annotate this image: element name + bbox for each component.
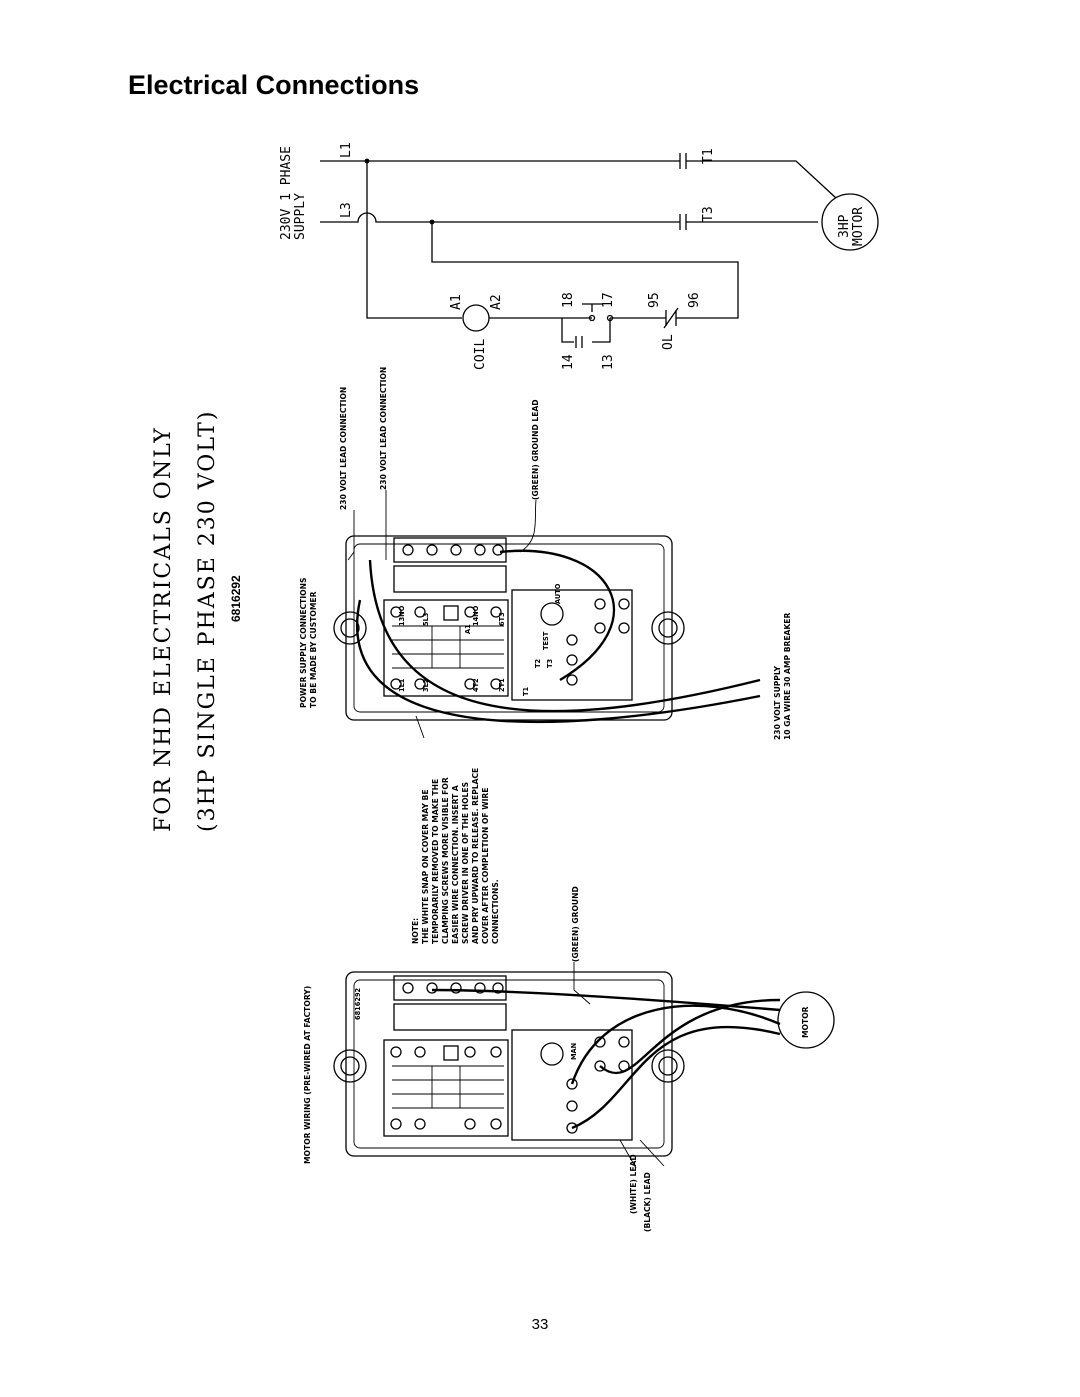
- upper-callouts: 230 VOLT LEAD CONNECTION 230 VOLT LEAD C…: [299, 367, 792, 740]
- callout-230-2: 230 VOLT LEAD CONNECTION: [379, 367, 388, 490]
- svg-text:EASIER WIRE CONNECTION. INSERT: EASIER WIRE CONNECTION. INSERT A: [451, 785, 460, 944]
- lower-terminal-strip: [393, 975, 507, 1001]
- ol-label: OL: [661, 334, 676, 350]
- page-title: Electrical Connections: [128, 70, 420, 100]
- l3-label: L3: [339, 202, 354, 218]
- svg-text:14NO: 14NO: [472, 605, 480, 626]
- page-number: 33: [531, 1316, 549, 1333]
- control-left: [366, 161, 462, 319]
- a2-label: A2: [489, 294, 504, 310]
- lower-contactor: [383, 1039, 509, 1137]
- coil-symbol: [462, 304, 490, 332]
- button-circuit: [561, 317, 650, 343]
- heading-line-1: FOR NHD ELECTRICALS ONLY: [151, 426, 176, 832]
- t3-label: T3: [701, 206, 716, 222]
- svg-text:4T2: 4T2: [472, 678, 480, 692]
- svg-text:5L3: 5L3: [422, 612, 430, 626]
- svg-text:CLAMPING SCREWS MORE VISIBLE F: CLAMPING SCREWS MORE VISIBLE FOR: [441, 777, 450, 944]
- svg-text:NOTE:: NOTE:: [411, 918, 420, 944]
- heading-part-number: 6816292: [229, 575, 243, 622]
- t1-label: T1: [701, 148, 716, 164]
- supply-label-2: 10 GA WIRE 30 AMP BREAKER: [783, 613, 792, 740]
- lower-part-number: 6816292: [354, 987, 362, 1020]
- lower-ear-left: [333, 1049, 367, 1083]
- coil-label: COIL: [473, 339, 488, 370]
- heading: FOR NHD ELECTRICALS ONLY (3HP SINGLE PHA…: [151, 410, 243, 832]
- lower-motor-wire-2: [571, 1026, 781, 1130]
- t1-contact: [679, 153, 687, 169]
- supply-label: 230V 1 PHASE: [279, 146, 294, 240]
- upper-ear-left: [333, 611, 367, 645]
- supply-label-2: SUPPLY: [293, 193, 308, 240]
- l3-line: [320, 212, 818, 223]
- n13-label: 13: [601, 354, 616, 370]
- upper-enclosure: [345, 535, 673, 721]
- svg-text:TEMPORARILY REMOVED TO MAKE TH: TEMPORARILY REMOVED TO MAKE THE: [431, 779, 440, 944]
- upper-terminal-strip: [393, 537, 507, 563]
- svg-text:T3: T3: [546, 659, 554, 668]
- l1-label: L1: [339, 142, 354, 158]
- lower-box: 6816292 MAN MOTOR: [333, 971, 835, 1157]
- motor-wiring-label: MOTOR WIRING (PRE-WIRED AT FACTORY): [303, 986, 312, 1164]
- l1-line: [320, 160, 837, 199]
- svg-text:T1: T1: [522, 687, 530, 696]
- control-right: [431, 222, 739, 319]
- n18-label: 18: [561, 292, 576, 308]
- black-lead-label: (BLACK) LEAD: [643, 1172, 652, 1232]
- svg-text:MAN: MAN: [570, 1043, 578, 1060]
- upper-overload-relay: [511, 589, 633, 701]
- lower-ear-right: [651, 1049, 685, 1083]
- svg-text:AUTO: AUTO: [554, 583, 562, 604]
- svg-text:13NO: 13NO: [398, 605, 406, 626]
- upper-supply-wire-2: [356, 599, 761, 724]
- lower-reset-button: [540, 1042, 564, 1066]
- motor-label-2: MOTOR: [851, 207, 866, 246]
- white-lead-label: (WHITE) LEAD: [629, 1154, 638, 1214]
- overload-contact: [650, 307, 699, 329]
- lower-motor-symbol: [777, 991, 835, 1049]
- svg-text:1L1: 1L1: [398, 678, 406, 692]
- svg-text:T2: T2: [534, 659, 542, 668]
- upper-reset-button: [540, 602, 564, 626]
- upper-ground-wire: [499, 549, 616, 682]
- motor-label-1: 3HP: [837, 214, 852, 238]
- t3-contact: [679, 214, 687, 230]
- lower-callouts: (GREEN) GROUND MOTOR WIRING (PRE-WIRED A…: [303, 886, 665, 1232]
- n14-label: 14: [561, 354, 576, 370]
- lower-overload-relay: [511, 1029, 633, 1141]
- svg-text:CONNECTIONS.: CONNECTIONS.: [491, 879, 500, 944]
- svg-text:6T3: 6T3: [498, 612, 506, 626]
- callout-230-1: 230 VOLT LEAD CONNECTION: [339, 387, 348, 510]
- motor-symbol: [821, 193, 879, 251]
- lower-motor-wire-3: [599, 998, 781, 1075]
- supply-label-1: 230 VOLT SUPPLY: [773, 665, 782, 740]
- heading-line-2: (3HP SINGLE PHASE 230 VOLT): [195, 410, 220, 832]
- note: NOTE: THE WHITE SNAP ON COVER MAY BE TEM…: [411, 768, 500, 944]
- n96-label: 96: [687, 292, 702, 308]
- a1-label: A1: [449, 294, 464, 310]
- upper-ear-right: [651, 611, 685, 645]
- svg-text:A1: A1: [464, 624, 472, 634]
- n17-label: 17: [601, 292, 616, 308]
- power-supply-label-2: TO BE MADE BY CUSTOMER: [309, 591, 318, 708]
- svg-text:TEST: TEST: [542, 631, 550, 650]
- svg-text:COVER AFTER COMPLETION OF WIRE: COVER AFTER COMPLETION OF WIRE: [481, 788, 490, 944]
- svg-text:THE WHITE SNAP ON COVER MAY BE: THE WHITE SNAP ON COVER MAY BE: [421, 789, 430, 944]
- power-supply-label-1: POWER SUPPLY CONNECTIONS: [299, 578, 308, 708]
- lower-motor-wire-1: [570, 1004, 781, 1085]
- lower-motor-label: MOTOR: [801, 1006, 810, 1038]
- svg-text:2T1: 2T1: [498, 678, 506, 692]
- n95-label: 95: [647, 292, 662, 308]
- upper-supply-wire-1: [368, 559, 761, 713]
- svg-text:SCREW DRIVER IN ONE OF THE HOL: SCREW DRIVER IN ONE OF THE HOLES: [461, 782, 470, 944]
- lower-ground-label: (GREEN) GROUND: [571, 886, 580, 962]
- lower-enclosure: [345, 971, 673, 1157]
- svg-text:AND PRY UPWARD TO RELEASE. REP: AND PRY UPWARD TO RELEASE. REPLACE: [471, 768, 480, 944]
- schematic: 230V 1 PHASE SUPPLY L1 L3 T1 T3 3HP MOTO…: [279, 142, 879, 370]
- upper-contactor: [383, 599, 509, 697]
- svg-text:3L2: 3L2: [422, 678, 430, 692]
- upper-box: 1L1 3L2 5L3 13NO A1 2T1 4T2 6T3 14NO AUT…: [333, 535, 761, 724]
- callout-ground: (GREEN) GROUND LEAD: [531, 399, 540, 500]
